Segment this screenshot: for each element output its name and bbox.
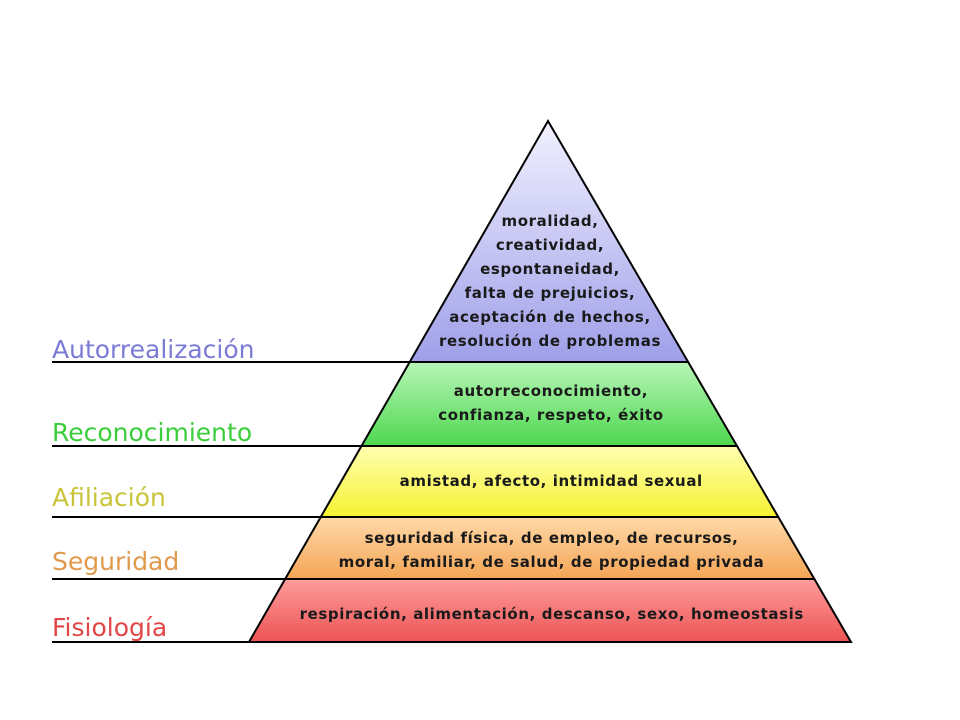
- desc-self-actualization-line-6: resolución de problemas: [439, 332, 661, 350]
- band-esteem: [359, 361, 739, 447]
- label-self-actualization: Autorrealización: [52, 335, 254, 364]
- desc-safety-line-2: moral, familiar, de salud, de propiedad …: [339, 553, 765, 571]
- level-rules: [52, 361, 410, 643]
- label-physiological: Fisiología: [52, 613, 167, 642]
- pyramid-bands: [247, 119, 853, 643]
- desc-self-actualization-line-1: moralidad,: [501, 212, 598, 230]
- desc-self-actualization-line-2: creatividad,: [496, 236, 604, 254]
- label-safety: Seguridad: [52, 547, 179, 576]
- label-esteem: Reconocimiento: [52, 418, 252, 447]
- desc-love-belonging-line-1: amistad, afecto, intimidad sexual: [400, 472, 703, 490]
- desc-self-actualization-line-3: espontaneidad,: [480, 260, 620, 278]
- desc-safety-line-1: seguridad física, de empleo, de recursos…: [365, 529, 739, 547]
- desc-esteem-line-2: confianza, respeto, éxito: [438, 406, 663, 424]
- desc-self-actualization-line-5: aceptación de hechos,: [449, 308, 651, 326]
- band-physiological: [247, 578, 853, 643]
- desc-self-actualization-line-4: falta de prejuicios,: [465, 284, 636, 302]
- desc-physiological-line-1: respiración, alimentación, descanso, sex…: [300, 605, 804, 623]
- label-love-belonging: Afiliación: [52, 483, 166, 512]
- level-labels: AutorrealizaciónReconocimientoAfiliación…: [52, 335, 254, 642]
- level-descriptions: moralidad, creatividad, espontaneidad, falt…: [300, 212, 804, 623]
- desc-esteem-line-1: autorreconocimiento,: [454, 382, 648, 400]
